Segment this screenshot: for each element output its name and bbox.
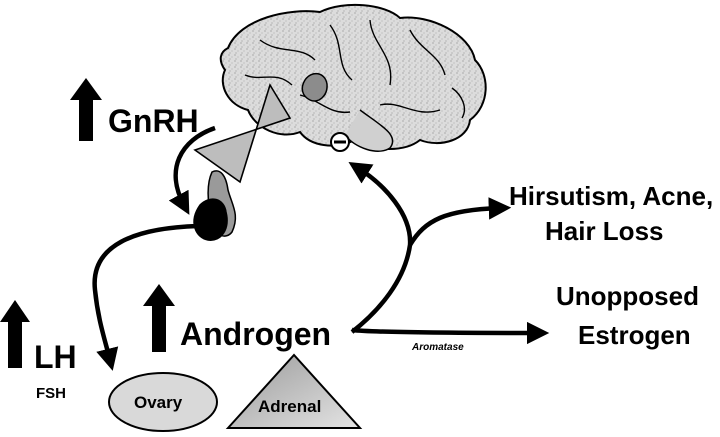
projection-funnel xyxy=(193,83,292,184)
adrenal-label: Adrenal xyxy=(258,397,321,416)
aromatase-label: Aromatase xyxy=(411,342,464,353)
aromatase-arrow xyxy=(351,321,550,345)
unopposed-label-line1: Unopposed xyxy=(556,281,699,311)
gnrh-label: GnRH xyxy=(108,103,199,139)
androgen-label: Androgen xyxy=(180,316,331,352)
pituitary-gland xyxy=(193,170,237,241)
gnrh-up-arrow xyxy=(70,78,102,141)
to-hirsutism-arrow xyxy=(408,197,512,247)
hirsutism-label-line1: Hirsutism, Acne, xyxy=(509,181,713,211)
pituitary-to-ovary-arrow xyxy=(92,223,199,371)
lh-label: LH xyxy=(34,339,77,375)
brain-illustration xyxy=(219,3,487,152)
lh-up-arrow xyxy=(0,300,30,368)
unopposed-label-line2: Estrogen xyxy=(578,320,691,350)
adrenal-shape xyxy=(225,353,363,429)
androgen-feedback-arrow xyxy=(348,162,413,334)
ovary-shape xyxy=(108,372,218,432)
androgen-up-arrow xyxy=(143,284,175,352)
fsh-label: FSH xyxy=(36,385,66,402)
hirsutism-label-line2: Hair Loss xyxy=(545,216,664,246)
gnrh-to-pituitary-arrow xyxy=(168,125,216,215)
negative-feedback-symbol xyxy=(330,132,350,152)
ovary-label: Ovary xyxy=(134,393,183,412)
